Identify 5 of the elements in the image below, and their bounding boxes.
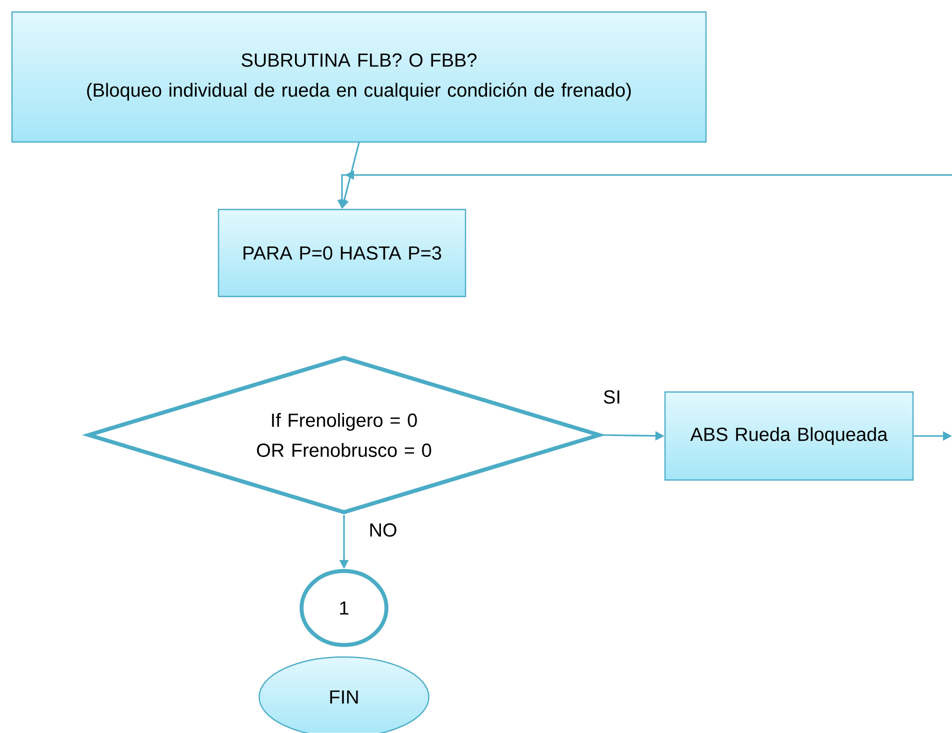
edge-label: SI xyxy=(604,390,620,404)
process-box: PARA P=0 HASTA P=3 xyxy=(218,208,466,298)
process-box: ABS Rueda Bloqueada xyxy=(664,391,914,481)
title-box: SUBRUTINA FLB? O FBB? (Bloqueo individual de rueda en cualquier condición de frenado) xyxy=(11,11,707,143)
edge-label: NO xyxy=(370,523,396,537)
